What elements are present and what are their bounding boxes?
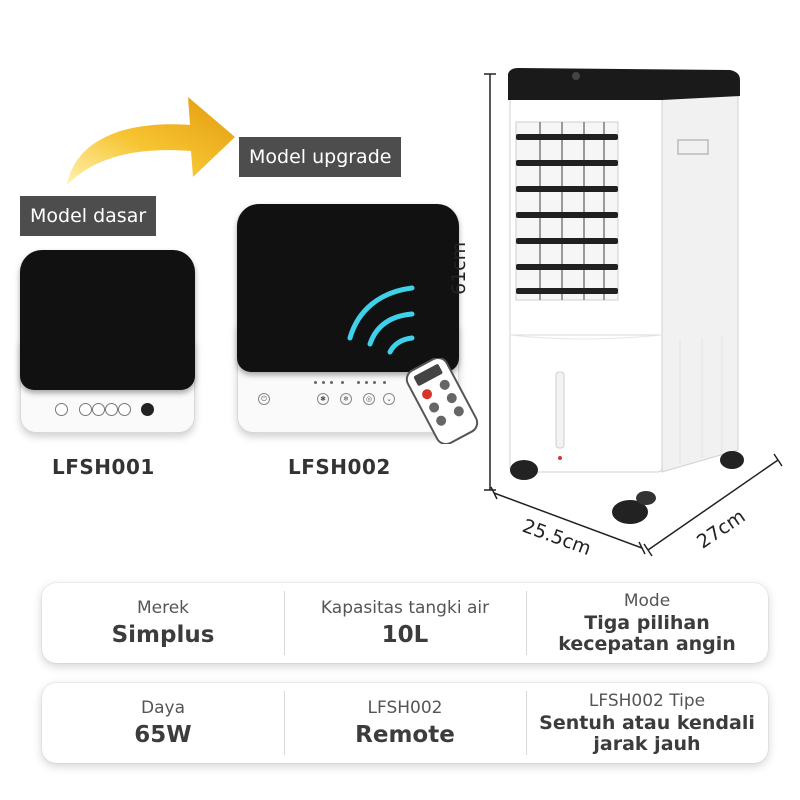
- basic-button: [79, 403, 92, 416]
- indicator-dot: [357, 381, 360, 384]
- basic-button: [105, 403, 118, 416]
- spec-cell-power: Daya 65W: [42, 683, 284, 763]
- spec-cell-remote: LFSH002 Remote: [284, 683, 526, 763]
- upgrade-touch-button: ❄: [340, 393, 352, 405]
- indicator-dot: [330, 381, 333, 384]
- basic-black-lid: [20, 250, 195, 390]
- indicator-dot: [341, 381, 344, 384]
- upgrade-touch-button: ✱: [317, 393, 329, 405]
- basic-button: [92, 403, 105, 416]
- spec-label: LFSH002: [367, 698, 443, 718]
- upgrade-touch-button: ◎: [363, 393, 375, 405]
- indicator-dot: [314, 381, 317, 384]
- spec-label: Daya: [141, 698, 185, 718]
- basic-model-panel: [20, 250, 195, 435]
- spec-value: Remote: [355, 722, 455, 748]
- indicator-dot: [383, 381, 386, 384]
- basic-button: [118, 403, 131, 416]
- spec-value: 10L: [381, 622, 429, 648]
- spec-value-line1: Tiga pilihan: [584, 612, 710, 634]
- spec-row-1: Merek Simplus Kapasitas tangki air 10L M…: [42, 583, 768, 663]
- indicator-dot: [373, 381, 376, 384]
- upgrade-black-lid: [237, 204, 459, 372]
- spec-label: Mode: [623, 591, 671, 611]
- remote-control-icon: [405, 358, 479, 444]
- spec-cell-control-type: LFSH002 Tipe Sentuh atau kendali jarak j…: [526, 683, 768, 763]
- spec-value-line2: kecepatan angin: [558, 633, 736, 655]
- spec-label: LFSH002 Tipe: [588, 691, 706, 711]
- spec-cell-mode: Mode Tiga pilihan kecepatan angin: [526, 583, 768, 663]
- upgrade-model-panel: ⏻ ✱ ❄ ◎ ⌄: [237, 204, 459, 436]
- model-upgrade-tag: Model upgrade: [239, 137, 402, 177]
- spec-label: Kapasitas tangki air: [320, 598, 490, 618]
- height-dimension-label: 61cm: [448, 241, 470, 295]
- spec-value: 65W: [134, 722, 192, 748]
- indicator-dot: [322, 381, 325, 384]
- spec-value-line2: jarak jauh: [593, 733, 701, 755]
- spec-value-line1: Sentuh atau kendali: [539, 712, 755, 734]
- upgrade-model-name: LFSH002: [288, 455, 391, 479]
- indicator-dot: [365, 381, 368, 384]
- model-basic-tag: Model dasar: [20, 196, 157, 236]
- spec-row-2: Daya 65W LFSH002 Remote LFSH002 Tipe Sen…: [42, 683, 768, 763]
- signal-waves-icon: [347, 285, 415, 355]
- basic-power-knob: [141, 403, 154, 416]
- curved-arrow-icon: [67, 97, 235, 185]
- upgrade-touch-button: ⌄: [383, 393, 395, 405]
- spec-label: Merek: [136, 598, 190, 618]
- air-cooler-image: [484, 68, 783, 557]
- basic-button: [55, 403, 68, 416]
- basic-model-name: LFSH001: [52, 455, 155, 479]
- spec-cell-capacity: Kapasitas tangki air 10L: [284, 583, 526, 663]
- spec-cell-brand: Merek Simplus: [42, 583, 284, 663]
- upgrade-power-button: ⏻: [258, 393, 270, 405]
- spec-value: Simplus: [111, 622, 215, 648]
